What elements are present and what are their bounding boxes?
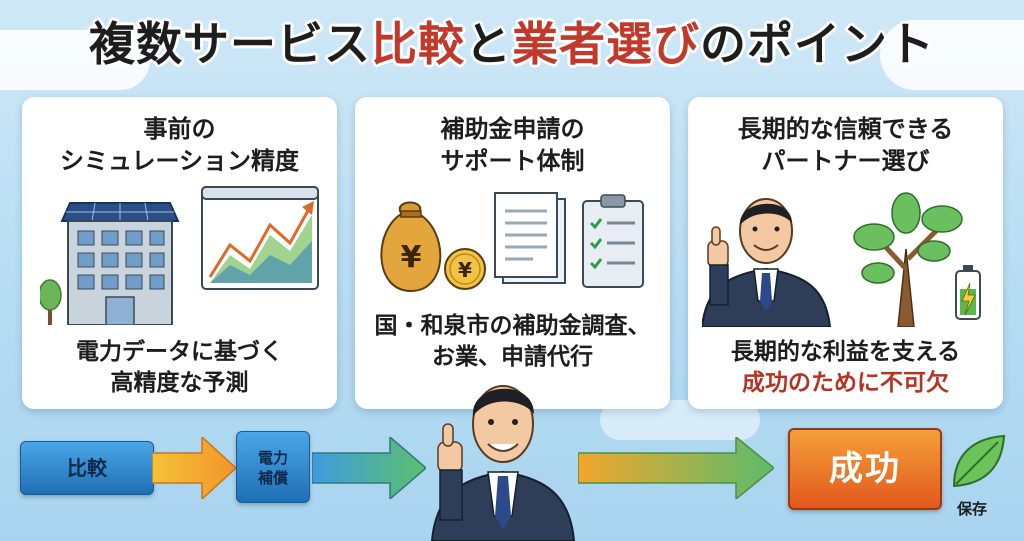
battery-icon [955, 265, 981, 320]
arrow-right-icon [578, 437, 774, 499]
businessman-icon [430, 385, 576, 541]
card-heading: 事前の シミュレーション精度 [22, 113, 337, 177]
flow-step-compare: 比較 [20, 441, 154, 495]
card-heading-line: サポート体制 [440, 147, 585, 175]
card-heading-line: パートナー選び [761, 147, 930, 175]
card-subsidy: 補助金申請の サポート体制 ¥ ¥ [355, 97, 670, 409]
card-simulation: 事前の シミュレーション精度 [22, 97, 337, 409]
cloud-decoration [0, 30, 150, 90]
building-icon [67, 220, 173, 325]
tree-icon [853, 192, 963, 327]
card-body-line: 高精度な予測 [110, 370, 249, 396]
solar-panel-icon [60, 202, 180, 222]
card-body: 電力データに基づく 高精度な予測 [22, 337, 337, 399]
card-body: 長期的な利益を支える 成功のために不可欠 [688, 337, 1003, 399]
title-part: と [465, 17, 512, 71]
coin-icon [444, 248, 486, 290]
card-body: 国・和泉市の補助金調査、 お業、申請代行 [355, 311, 670, 373]
arrow-right-icon [312, 437, 426, 499]
yen-symbol: ¥ [458, 258, 472, 282]
money-bag-icon [380, 201, 442, 293]
document-icon [494, 192, 566, 284]
title-part: のポイント [700, 17, 935, 71]
card-body-line: 電力データに基づく [76, 339, 283, 365]
title-accent: 業者選び [512, 17, 700, 71]
subsidy-illustration: ¥ ¥ [380, 192, 644, 293]
card-body-line-highlight: 成功のために不可欠 [742, 370, 949, 396]
cloud-decoration [880, 20, 1024, 90]
card-heading-line: シミュレーション精度 [59, 147, 300, 175]
flow-step-label: 補償 [257, 469, 288, 487]
card-heading-line: 補助金申請の [440, 115, 585, 143]
card-heading-line: 長期的な信頼できる [737, 115, 954, 143]
businessman-icon [702, 198, 832, 327]
yen-symbol: ¥ [401, 240, 422, 275]
tree-icon [40, 279, 62, 325]
title-accent: 比較 [371, 17, 465, 71]
card-heading: 長期的な信頼できる パートナー選び [688, 113, 1003, 177]
card-heading: 補助金申請の サポート体制 [355, 113, 670, 177]
building-chart-illustration [40, 186, 319, 325]
arrow-right-icon [152, 437, 236, 499]
partner-illustration [702, 192, 981, 327]
card-body-line: お業、申請代行 [432, 344, 593, 370]
flow-step-label: 電力 [257, 449, 288, 467]
page-title: 複数サービス比較と業者選びのポイント [0, 14, 1024, 74]
card-body-line: 国・和泉市の補助金調査、 [374, 313, 651, 339]
card-partner: 長期的な信頼できる パートナー選び [688, 97, 1003, 409]
title-part: 複数サービス [89, 17, 371, 71]
flow-step-power: 電力 補償 [236, 431, 310, 503]
card-body-line: 長期的な利益を支える [730, 339, 961, 365]
flow-result-success: 成功 [788, 428, 942, 510]
leaf-icon [952, 434, 1006, 488]
chart-window-icon [201, 186, 319, 290]
save-label: 保存 [957, 500, 988, 518]
clipboard-checklist-icon [582, 194, 644, 288]
card-heading-line: 事前の [143, 115, 216, 143]
